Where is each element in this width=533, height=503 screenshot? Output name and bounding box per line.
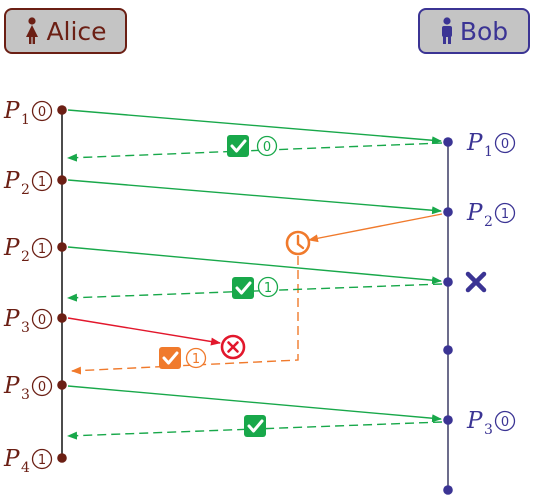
ack-bit-badge: 1 — [257, 276, 279, 298]
bob-event-dot — [443, 345, 453, 355]
lost-packet-arrow — [67, 317, 221, 346]
alice-event-dot — [57, 242, 67, 252]
delayed-ack-path — [71, 256, 299, 375]
alice-packet-label: P — [3, 446, 20, 472]
bob-actor-box: Bob — [418, 8, 530, 54]
bob-packet-label: P — [466, 200, 483, 226]
alice-event-dot — [57, 313, 67, 323]
alice-seq-bit: 1 — [38, 175, 46, 190]
bob-event — [443, 271, 487, 293]
bob-seq-bit: 1 — [501, 207, 509, 222]
bob-event-dot — [443, 415, 453, 425]
alice-packet-label: P — [3, 306, 20, 332]
alice-seq-bit: 1 — [38, 453, 46, 468]
alice-packet-label: P — [3, 373, 20, 399]
delayed-ack-arrow — [308, 213, 443, 243]
bob-event-dot — [443, 485, 453, 495]
bob-event-dot — [443, 207, 453, 217]
bob-seq-bit-circle — [494, 202, 516, 224]
alice-event-dot — [57, 453, 67, 463]
bob-seq-bit: 0 — [501, 137, 509, 152]
woman-icon — [26, 17, 39, 44]
alice-packet-label: P — [3, 168, 20, 194]
alice-seq-bit: 0 — [38, 380, 46, 395]
svg-text:1: 1 — [264, 281, 272, 296]
alice-packet-subscript: 1 — [21, 112, 30, 128]
bob-packet-subscript: 2 — [484, 214, 493, 230]
alice-seq-bit-circle — [31, 170, 53, 192]
alice-packet-label: P — [3, 98, 20, 124]
bob-seq-bit: 0 — [501, 415, 509, 430]
alice-seq-bit-circle — [31, 100, 53, 122]
cross-icon — [465, 271, 487, 293]
alice-packet-label: P — [3, 235, 20, 261]
svg-text:1: 1 — [192, 352, 200, 367]
alice-seq-bit-circle — [31, 237, 53, 259]
check-icon — [159, 347, 181, 369]
alice-seq-bit: 0 — [38, 313, 46, 328]
ack-arrow — [67, 142, 443, 162]
x-circle-icon — [220, 334, 246, 360]
bob-packet-label: P — [466, 130, 483, 156]
bob-event-dot — [443, 137, 453, 147]
alice-actor-box: Alice — [4, 8, 127, 54]
clock-icon — [285, 230, 311, 256]
bob-label: Bob — [459, 16, 509, 46]
ack-arrow — [67, 283, 443, 302]
man-icon — [441, 17, 452, 44]
bob-packet-subscript: 3 — [484, 422, 493, 438]
alice-seq-bit-circle — [31, 448, 53, 470]
bob-event — [443, 485, 453, 495]
bob-packet-subscript: 1 — [484, 144, 493, 160]
alice-event-dot — [57, 175, 67, 185]
alice-packet-subscript: 4 — [21, 460, 30, 476]
check-icon — [232, 277, 254, 299]
bob-seq-bit-circle — [494, 132, 516, 154]
alice-label: Alice — [46, 16, 107, 46]
bob-seq-bit-circle — [494, 410, 516, 432]
bob-event-dot — [443, 277, 453, 287]
alice-seq-bit: 0 — [38, 105, 46, 120]
packet-arrow — [67, 179, 442, 215]
alice-seq-bit: 1 — [38, 242, 46, 257]
packet-arrow — [67, 246, 442, 285]
bob-event — [443, 345, 453, 355]
ack-bit-badge: 1 — [185, 347, 207, 369]
bob-packet-label: P — [466, 408, 483, 434]
packet-arrow — [67, 109, 442, 145]
svg-text:0: 0 — [263, 140, 271, 155]
ack-bit-badge: 0 — [256, 135, 278, 157]
alice-event-dot — [57, 105, 67, 115]
check-icon — [244, 415, 266, 437]
alice-packet-subscript: 3 — [21, 320, 30, 336]
alice-event-dot — [57, 380, 67, 390]
alice-seq-bit-circle — [31, 375, 53, 397]
alice-seq-bit-circle — [31, 308, 53, 330]
packet-arrow — [67, 385, 442, 423]
alice-packet-subscript: 2 — [21, 249, 30, 265]
alice-packet-subscript: 2 — [21, 182, 30, 198]
check-icon — [227, 135, 249, 157]
alice-packet-subscript: 3 — [21, 387, 30, 403]
